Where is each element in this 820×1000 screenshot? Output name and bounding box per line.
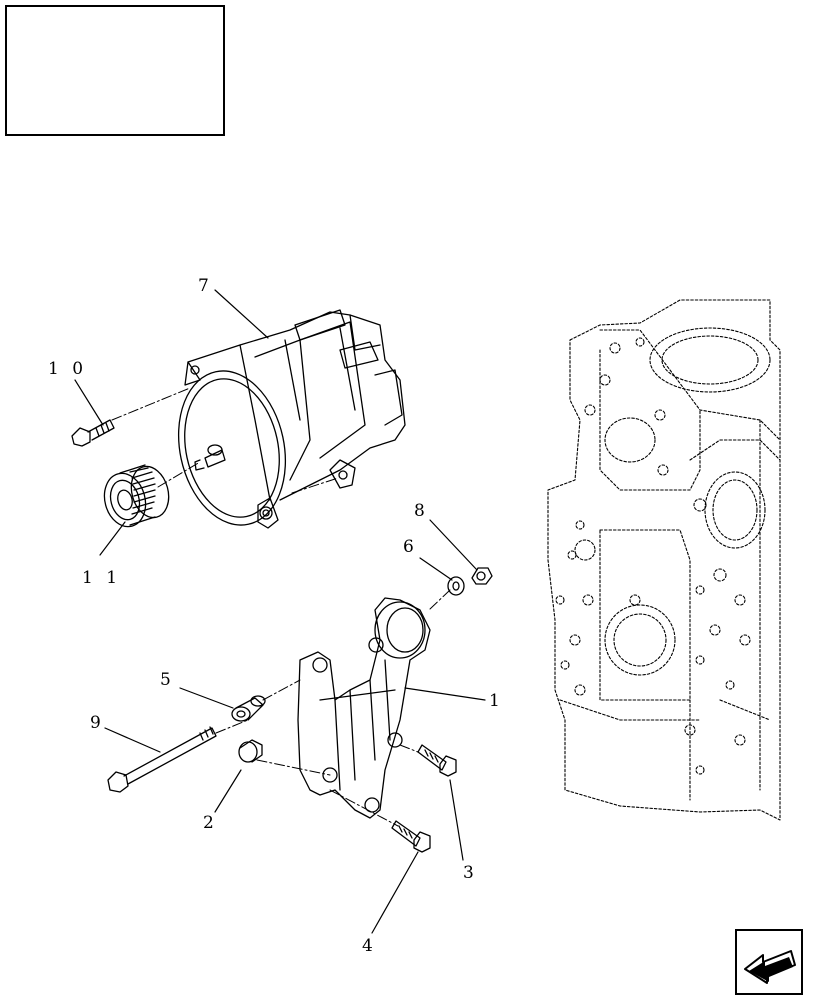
spacer-5 [231, 695, 266, 722]
title-box [5, 5, 225, 136]
previous-page-button[interactable] [735, 929, 803, 995]
callout-2: 2 [203, 813, 218, 833]
arrow-previous-icon [744, 950, 796, 984]
callout-11: 1 1 [82, 568, 121, 588]
alternator [177, 309, 406, 529]
bolt-3 [417, 744, 457, 777]
bolt-9 [107, 726, 217, 793]
callouts: 7 1 0 1 1 8 6 1 5 9 2 3 4 [48, 276, 504, 956]
pulley [103, 464, 170, 528]
callout-1: 1 [489, 691, 504, 711]
callout-3: 3 [463, 863, 478, 883]
callout-4: 4 [362, 936, 377, 956]
callout-6: 6 [403, 537, 418, 557]
bracket [297, 597, 431, 819]
engine-block [547, 299, 781, 821]
nut-8 [471, 567, 493, 585]
callout-8: 8 [414, 501, 429, 521]
callout-7: 7 [198, 276, 213, 296]
bolt-4 [391, 820, 431, 853]
assembly-lines [111, 387, 451, 827]
callout-5: 5 [160, 670, 175, 690]
callout-10: 1 0 [48, 359, 87, 379]
spacer-2 [238, 739, 263, 763]
callout-9: 9 [90, 713, 105, 733]
leader-lines [74, 289, 486, 934]
washer-6 [447, 576, 465, 596]
bolt-10 [71, 419, 115, 447]
